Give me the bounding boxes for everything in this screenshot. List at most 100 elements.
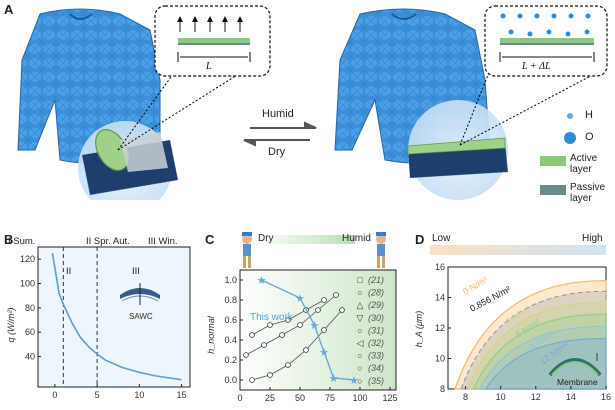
reference-point [297, 322, 303, 328]
y-axis-label: q (W/m²) [6, 308, 16, 343]
legend-ref-label: (28) [368, 288, 384, 298]
season-ii: II [66, 266, 72, 277]
season-iii: III [132, 266, 140, 277]
panel-letter-d: D [415, 232, 425, 247]
legend-h-label: H [585, 109, 593, 121]
y-tick-label: 0.0 [224, 375, 237, 385]
y-tick-label: 0.6 [224, 315, 237, 325]
legend-marker: ◁ [357, 338, 364, 348]
reversible-arrows [243, 121, 317, 147]
y-tick-label: 16 [435, 262, 445, 272]
legend-active-swatch [540, 156, 566, 166]
this-work-point: ★ [329, 373, 339, 385]
y-tick-label: 100 [20, 279, 35, 289]
right-passive-layer [500, 43, 594, 45]
legend-marker: △ [357, 300, 364, 310]
legend-ref-label: (34) [368, 363, 384, 373]
legend-passive-swatch [540, 185, 566, 195]
humid-label: Humid [342, 233, 371, 244]
x-tick-label: 12 [531, 392, 541, 402]
pressure-curve [466, 301, 607, 390]
reference-point [321, 297, 327, 303]
legend-ref-label: (30) [368, 313, 384, 323]
reference-point [285, 362, 291, 368]
x-tick-label: 25 [265, 393, 275, 403]
y-axis-label: h_normal [206, 315, 216, 354]
reference-point [249, 332, 255, 338]
y-tick-label: 12 [435, 323, 445, 333]
legend-passive-label: Passive layer [570, 182, 606, 204]
reference-point [267, 372, 273, 378]
panel-a-figure [17, 5, 608, 200]
x-tick-label: 10 [134, 390, 144, 400]
pressure-curve [484, 338, 607, 390]
x-tick-label: 14 [566, 392, 576, 402]
season-winter: III Win. [148, 236, 178, 247]
legend-marker: ○ [357, 288, 362, 298]
humid-label: Humid [262, 108, 294, 120]
legend-ref-label: (29) [368, 300, 384, 310]
y-tick-label: 10 [435, 354, 445, 364]
legend-marker: ○ [357, 325, 362, 335]
this-work-point: ★ [257, 275, 267, 287]
this-work-point: ★ [309, 320, 319, 332]
y-tick-label: 60 [25, 327, 35, 337]
panel-letter-a: A [4, 2, 14, 17]
this-work-annotation: This work [250, 312, 294, 323]
membrane-inset-icon [548, 353, 602, 377]
pressure-curve [478, 325, 607, 390]
membrane-label: Membrane [557, 377, 598, 387]
legend-marker: □ [357, 275, 363, 285]
this-work-point: ★ [349, 375, 359, 387]
legend-marker: ○ [357, 363, 362, 373]
left-active-layer [178, 38, 250, 43]
x-tick-label: 0 [52, 390, 57, 400]
y-tick-label: 40 [25, 352, 35, 362]
x-tick-label: 15 [177, 390, 187, 400]
reference-point [333, 292, 339, 298]
reference-point [279, 332, 285, 338]
legend-ref-label: (31) [368, 325, 384, 335]
x-tick-label: 0 [237, 393, 242, 403]
right-active-layer [500, 38, 594, 43]
y-tick-label: 0.2 [224, 355, 237, 365]
reference-point [315, 307, 321, 313]
legend-ref-label: (21) [368, 275, 384, 285]
sawc-label: SAWC [129, 312, 153, 321]
season-spring-autumn: II Spr. Aut. [86, 236, 130, 247]
right-inset-molecules [500, 13, 591, 37]
legend-o-label: O [585, 131, 594, 143]
dry-label: Dry [268, 146, 286, 158]
reference-point [249, 377, 255, 383]
this-work-point: ★ [295, 293, 305, 305]
legend-ref-label: (32) [368, 338, 384, 348]
season-summer: I Sum. [8, 236, 36, 247]
x-tick-label: 10 [496, 392, 506, 402]
legend-active-label: Active layer [570, 153, 598, 175]
reference-curve [251, 309, 343, 381]
reference-curve [245, 294, 337, 356]
legend-ref-label: (33) [368, 351, 384, 361]
y-tick-label: 14 [435, 293, 445, 303]
dry-person-icon [242, 232, 252, 268]
legend-ref-label: (35) [368, 376, 384, 386]
legend-h-icon [567, 113, 573, 119]
legend-marker: ○ [357, 376, 362, 386]
pressure-curve [472, 313, 607, 390]
y-tick-label: 0.8 [224, 295, 237, 305]
this-work-point: ★ [319, 347, 329, 359]
left-length-label: L [206, 61, 212, 72]
right-flat-film [407, 137, 506, 155]
y-tick-label: 120 [20, 254, 35, 264]
y-tick-label: 8 [440, 384, 445, 394]
x-tick-label: 75 [325, 393, 335, 403]
legend-o-icon [564, 132, 576, 144]
sawc-inset-icon [120, 283, 160, 305]
humid-person-icon [376, 232, 386, 268]
legend-marker: ○ [357, 351, 362, 361]
reference-point [303, 347, 309, 353]
dry-label: Dry [258, 233, 274, 244]
reference-point [321, 327, 327, 333]
